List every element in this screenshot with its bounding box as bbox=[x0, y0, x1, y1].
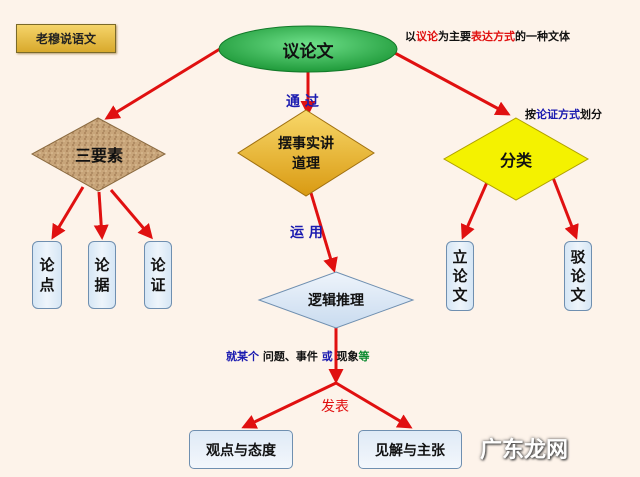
element-item-2: 论据 bbox=[88, 241, 116, 309]
arrow-root-to-types bbox=[392, 50, 511, 116]
watermark-logo: 广东龙网 bbox=[480, 437, 569, 463]
type-item-1: 立论文 bbox=[446, 241, 474, 311]
definition-emph1: 议论 bbox=[416, 30, 438, 43]
reasoning-label: 逻辑推理 bbox=[308, 293, 364, 309]
method-diamond bbox=[237, 109, 375, 197]
scope-text: 就某个 问题、事件 或 现象等 bbox=[226, 348, 370, 364]
output-box-1-text: 观点与态度 bbox=[206, 442, 276, 459]
arrow-to-output2 bbox=[335, 381, 413, 429]
arrow-elements-to-item1 bbox=[51, 186, 85, 240]
arrow-elements-to-item3 bbox=[109, 189, 153, 240]
scope-p3: 或 bbox=[321, 350, 333, 363]
edge-label-publish: 发表 bbox=[321, 399, 349, 415]
elements-diamond bbox=[30, 117, 167, 192]
output-box-1: 观点与态度 bbox=[189, 430, 293, 469]
arrow-root-to-elements bbox=[104, 42, 229, 120]
arrow-method-to-reasoning bbox=[309, 192, 338, 273]
arrow-types-to-item1 bbox=[460, 179, 490, 240]
scope-p4: 现象 bbox=[336, 350, 359, 363]
brand-badge: 老穆说语文 bbox=[16, 24, 116, 53]
definition-text: 以议论为主要表达方式的一种文体 bbox=[405, 28, 570, 44]
types-label: 分类 bbox=[499, 151, 532, 170]
scope-p5: 等 bbox=[358, 350, 370, 363]
type-item-2-text: 驳论文 bbox=[570, 247, 586, 304]
reasoning-diamond bbox=[257, 271, 415, 329]
types-diamond bbox=[442, 117, 590, 201]
definition-prefix: 以 bbox=[405, 30, 416, 43]
edge-label-through: 通 过 bbox=[286, 94, 319, 110]
root-label: 议论文 bbox=[282, 41, 334, 62]
definition-middle: 为主要 bbox=[438, 30, 471, 43]
element-item-3: 论证 bbox=[144, 241, 172, 309]
element-item-2-text: 论据 bbox=[94, 256, 110, 294]
root-ellipse bbox=[218, 25, 398, 73]
edge-label-use: 运 用 bbox=[290, 225, 323, 241]
edge-label-classify: 按论证方式划分 bbox=[525, 106, 602, 122]
classify-suffix: 划分 bbox=[580, 108, 602, 121]
connector-arrows bbox=[51, 42, 579, 429]
elements-label: 三要素 bbox=[74, 146, 123, 165]
definition-emph2: 表达方式 bbox=[471, 30, 515, 43]
element-item-1-text: 论点 bbox=[39, 256, 55, 294]
definition-suffix: 的一种文体 bbox=[515, 30, 570, 43]
scope-p2: 问题、事件 bbox=[262, 350, 318, 363]
arrow-elements-to-item2 bbox=[93, 191, 109, 240]
classify-emph: 论证方式 bbox=[536, 108, 580, 121]
type-item-1-text: 立论文 bbox=[452, 247, 468, 304]
scope-p1: 就某个 bbox=[226, 350, 259, 363]
output-box-2-text: 见解与主张 bbox=[375, 442, 445, 459]
arrow-types-to-item2 bbox=[550, 174, 579, 240]
classify-prefix: 按 bbox=[525, 108, 536, 121]
arrow-to-output1 bbox=[241, 381, 337, 429]
output-box-2: 见解与主张 bbox=[358, 430, 462, 469]
element-item-1: 论点 bbox=[32, 241, 62, 309]
method-label: 摆事实讲道理 bbox=[278, 136, 334, 172]
type-item-2: 驳论文 bbox=[564, 241, 592, 311]
element-item-3-text: 论证 bbox=[150, 256, 166, 294]
